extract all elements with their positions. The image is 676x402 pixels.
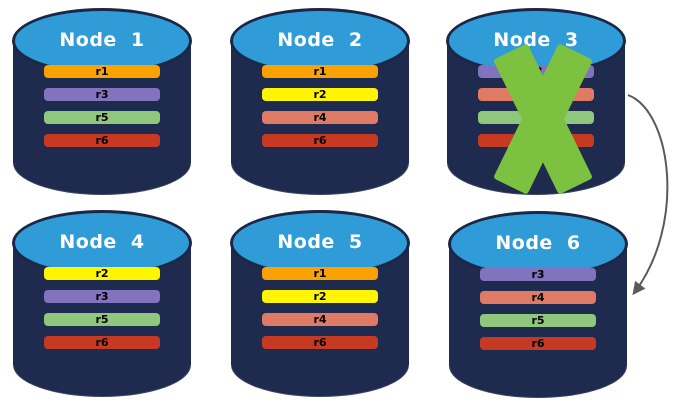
- row-bar-r1: r1: [44, 65, 160, 78]
- row-bar-r3: r3: [44, 88, 160, 101]
- row-bar-r4: r4: [480, 291, 596, 304]
- node-title: Node 4: [59, 231, 145, 253]
- row-bar-r4: r4: [262, 111, 378, 124]
- row-list: r1 r2 r4 r6: [262, 267, 378, 349]
- node-title: Node 3: [493, 29, 579, 51]
- row-bar-r3: r3: [44, 290, 160, 303]
- row-bar-r6: r6: [480, 337, 596, 350]
- failure-x-icon: [494, 44, 592, 194]
- row-bar-r5: r5: [44, 313, 160, 326]
- node-2: Node 2 r1 r2 r4 r6: [230, 8, 410, 195]
- node-title: Node 2: [277, 29, 363, 51]
- row-bar-r2: r2: [262, 290, 378, 303]
- row-bar-r6: r6: [44, 134, 160, 147]
- node-4: Node 4 r2 r3 r5 r6: [12, 210, 192, 397]
- row-list: r3 r4 r5 r6: [480, 268, 596, 350]
- row-bar-r5: r5: [44, 111, 160, 124]
- row-bar-r1: r1: [262, 267, 378, 280]
- row-bar-r2: r2: [44, 267, 160, 280]
- row-bar-r3: r3: [480, 268, 596, 281]
- row-list: r1 r3 r5 r6: [44, 65, 160, 147]
- node-1: Node 1 r1 r3 r5 r6: [12, 8, 192, 195]
- row-list: r2 r3 r5 r6: [44, 267, 160, 349]
- node-title: Node 6: [495, 232, 581, 254]
- node-6: Node 6 r3 r4 r5 r6: [448, 211, 628, 398]
- row-bar-r1: r1: [262, 65, 378, 78]
- row-bar-r4: r4: [262, 313, 378, 326]
- row-bar-r6: r6: [262, 336, 378, 349]
- row-bar-r6: r6: [44, 336, 160, 349]
- node-5: Node 5 r1 r2 r4 r6: [230, 210, 410, 397]
- row-bar-r5: r5: [480, 314, 596, 327]
- row-bar-r2: r2: [262, 88, 378, 101]
- node-title: Node 1: [59, 29, 145, 51]
- node-title: Node 5: [277, 231, 363, 253]
- row-list: r1 r2 r4 r6: [262, 65, 378, 147]
- node-3: Node 3 r3 r4 r5 r6: [446, 8, 626, 195]
- cylinder-top: [230, 210, 410, 276]
- row-bar-r6: r6: [262, 134, 378, 147]
